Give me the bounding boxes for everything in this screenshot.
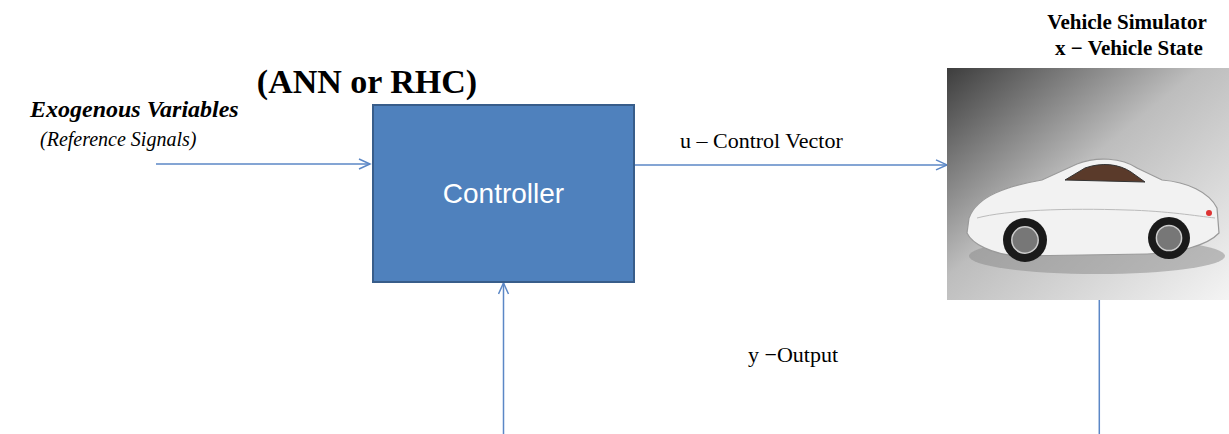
output-label: y −Output xyxy=(748,342,838,368)
simulator-heading: Vehicle Simulator xyxy=(1047,10,1207,35)
car-interior xyxy=(1065,165,1145,182)
input-subtitle: (Reference Signals) xyxy=(40,128,196,151)
controller-box: (ANN or RHC)Controller xyxy=(372,104,635,283)
reference-input-arrow xyxy=(156,163,370,165)
car-illustration xyxy=(947,68,1229,300)
car-light xyxy=(1206,210,1212,216)
signal-connector xyxy=(635,164,947,166)
signal-connector xyxy=(504,283,1100,434)
car-wheel xyxy=(1003,218,1047,262)
controller-label: Controller xyxy=(443,178,564,210)
simulator-state: x − Vehicle State xyxy=(1055,36,1203,61)
car-rim xyxy=(1012,227,1038,253)
controller-heading: (ANN or RHC) xyxy=(257,63,477,101)
car-line xyxy=(977,209,1215,218)
car-wheel xyxy=(1148,217,1190,259)
control-vector-label: u – Control Vector xyxy=(680,128,843,154)
photo-ground xyxy=(947,68,1229,300)
vehicle-simulator-box: Vehicle Simulatorx − Vehicle State xyxy=(947,68,1229,300)
input-title: Exogenous Variables xyxy=(30,96,239,123)
car-rim xyxy=(1156,225,1181,250)
